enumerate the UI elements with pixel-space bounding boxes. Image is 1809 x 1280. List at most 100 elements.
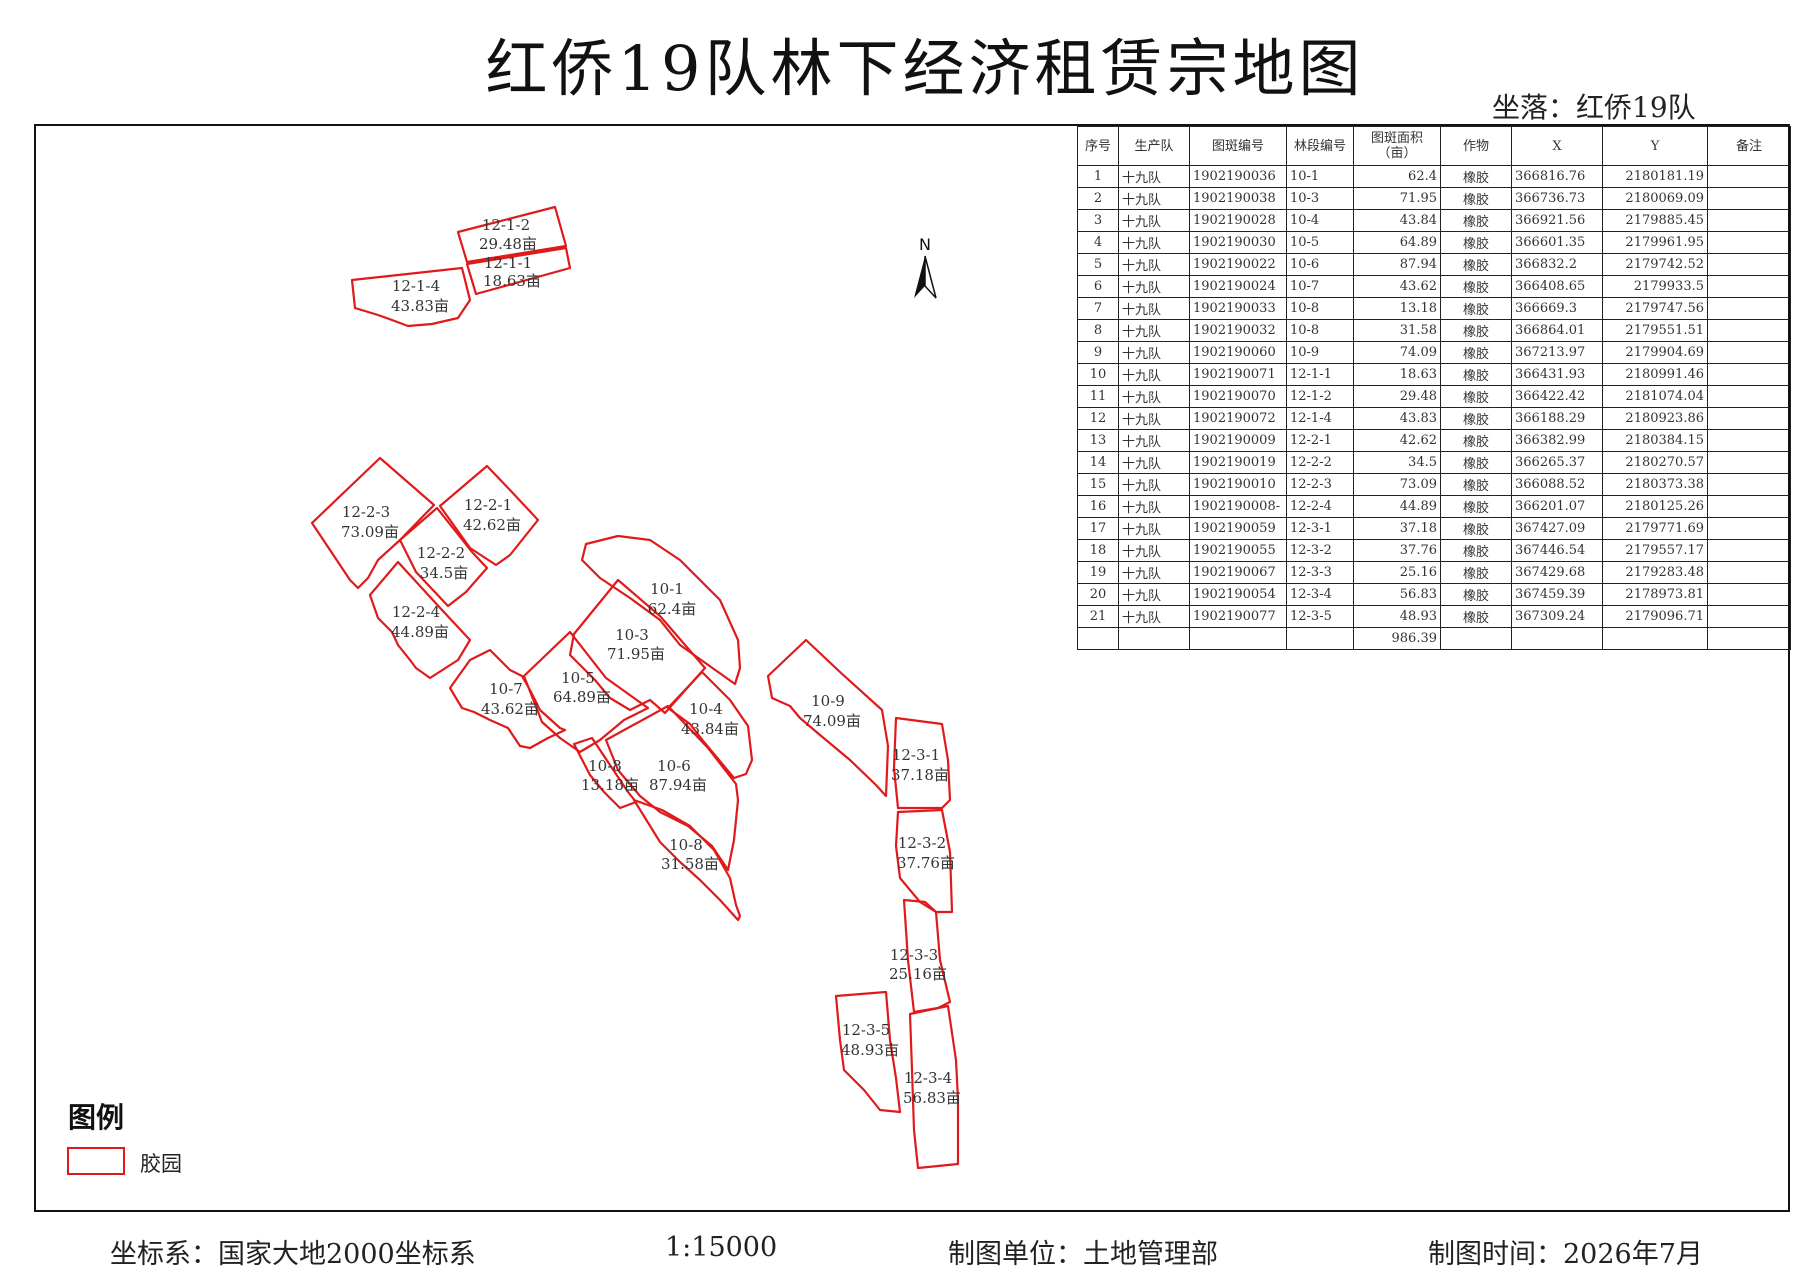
table-cell: [1707, 627, 1791, 650]
table-cell: 73.09: [1353, 473, 1441, 496]
table-cell: 1902190054: [1189, 583, 1287, 606]
parcel-12-2-4: [368, 560, 472, 680]
north-arrow-icon: N: [914, 235, 937, 299]
parcel-label-area: 34.5亩: [420, 564, 468, 582]
table-cell: 2179557.17: [1602, 539, 1708, 562]
table-cell: 1902190030: [1189, 231, 1287, 254]
table-cell: [1707, 473, 1791, 496]
table-cell: 橡胶: [1440, 473, 1512, 496]
table-cell: 10-8: [1286, 297, 1354, 320]
table-cell: 12-2-1: [1286, 429, 1354, 452]
footer-crs: 坐标系：国家大地2000坐标系: [110, 1239, 476, 1270]
table-cell: 44.89: [1353, 495, 1441, 518]
table-cell: 366864.01: [1511, 319, 1603, 342]
parcel-label-code: 12-3-5: [842, 1021, 890, 1039]
parcel-label-area: 43.62亩: [481, 700, 539, 718]
table-cell: 十九队: [1118, 385, 1190, 408]
map-frame: [34, 124, 1790, 1212]
table-cell: 1902190033: [1189, 297, 1287, 320]
parcel-label-code: 10-4: [689, 700, 723, 718]
table-cell: [1440, 627, 1512, 650]
table-cell: 367459.39: [1511, 583, 1603, 606]
table-cell: 43.84: [1353, 209, 1441, 232]
table-cell: 14: [1077, 451, 1119, 474]
table-cell: 2179096.71: [1602, 605, 1708, 628]
parcel-label-area: 64.89亩: [553, 688, 611, 706]
table-cell: [1707, 539, 1791, 562]
table-cell: 十九队: [1118, 583, 1190, 606]
table-cell: [1707, 209, 1791, 232]
parcel-label-area: 87.94亩: [649, 776, 707, 794]
table-cell: 17: [1077, 517, 1119, 540]
table-cell: 橡胶: [1440, 253, 1512, 276]
table-cell: 34.5: [1353, 451, 1441, 474]
parcel-label-area: 43.83亩: [391, 297, 449, 315]
table-cell: [1707, 429, 1791, 452]
table-cell: 366816.76: [1511, 165, 1603, 188]
table-cell: [1707, 165, 1791, 188]
table-cell: 橡胶: [1440, 319, 1512, 342]
table-cell: [1707, 517, 1791, 540]
total-area-cell: 986.39: [1353, 627, 1441, 650]
parcel-label-code: 12-2-3: [342, 503, 390, 521]
parcel-label-area: 44.89亩: [391, 623, 449, 641]
table-cell: 十九队: [1118, 605, 1190, 628]
table-cell: 1902190071: [1189, 363, 1287, 386]
column-header: 图斑面积（亩）: [1353, 126, 1441, 166]
table-cell: 2180069.09: [1602, 187, 1708, 210]
parcel-label-area: 42.62亩: [463, 516, 521, 534]
table-cell: 18.63: [1353, 363, 1441, 386]
table-cell: 十九队: [1118, 561, 1190, 584]
table-cell: 64.89: [1353, 231, 1441, 254]
parcel-10-8b: [632, 798, 742, 922]
table-cell: 2: [1077, 187, 1119, 210]
table-cell: 12-3-4: [1286, 583, 1354, 606]
table-cell: 366601.35: [1511, 231, 1603, 254]
table-cell: 11: [1077, 385, 1119, 408]
column-header: 图斑编号: [1189, 126, 1287, 166]
table-cell: [1707, 407, 1791, 430]
table-cell: 1902190028: [1189, 209, 1287, 232]
table-cell: 2179551.51: [1602, 319, 1708, 342]
table-cell: 12-1-2: [1286, 385, 1354, 408]
table-cell: 25.16: [1353, 561, 1441, 584]
table-cell: [1707, 231, 1791, 254]
parcel-label-area: 43.84亩: [681, 720, 739, 738]
table-cell: 43.62: [1353, 275, 1441, 298]
parcel-10-1: [580, 534, 742, 686]
table-cell: 366422.42: [1511, 385, 1603, 408]
table-cell: 2181074.04: [1602, 385, 1708, 408]
parcel-label-code: 12-2-2: [417, 544, 465, 562]
table-cell: 2180991.46: [1602, 363, 1708, 386]
parcel-label-code: 10-7: [489, 680, 523, 698]
map-title: 红侨19队林下经济租赁宗地图: [485, 32, 1365, 105]
table-cell: 1902190055: [1189, 539, 1287, 562]
parcel-label-code: 10-8: [588, 757, 622, 775]
table-cell: 1902190008-: [1189, 495, 1287, 518]
table-cell: 十九队: [1118, 297, 1190, 320]
table-cell: 橡胶: [1440, 363, 1512, 386]
table-cell: 366382.99: [1511, 429, 1603, 452]
table-cell: 2179742.52: [1602, 253, 1708, 276]
table-cell: 13: [1077, 429, 1119, 452]
table-cell: 16: [1077, 495, 1119, 518]
table-cell: 2178973.81: [1602, 583, 1708, 606]
table-cell: 1902190077: [1189, 605, 1287, 628]
table-cell: 10-6: [1286, 253, 1354, 276]
table-cell: 1902190059: [1189, 517, 1287, 540]
parcel-12-3-3: [902, 898, 952, 1014]
parcel-10-4: [666, 670, 754, 780]
table-cell: 十九队: [1118, 341, 1190, 364]
table-cell: 十九队: [1118, 473, 1190, 496]
table-cell: 2180270.57: [1602, 451, 1708, 474]
footer-date: 制图时间：2026年7月: [1428, 1239, 1703, 1270]
parcel-label-area: 25.16亩: [889, 965, 947, 983]
table-cell: 10-5: [1286, 231, 1354, 254]
table-cell: [1707, 253, 1791, 276]
